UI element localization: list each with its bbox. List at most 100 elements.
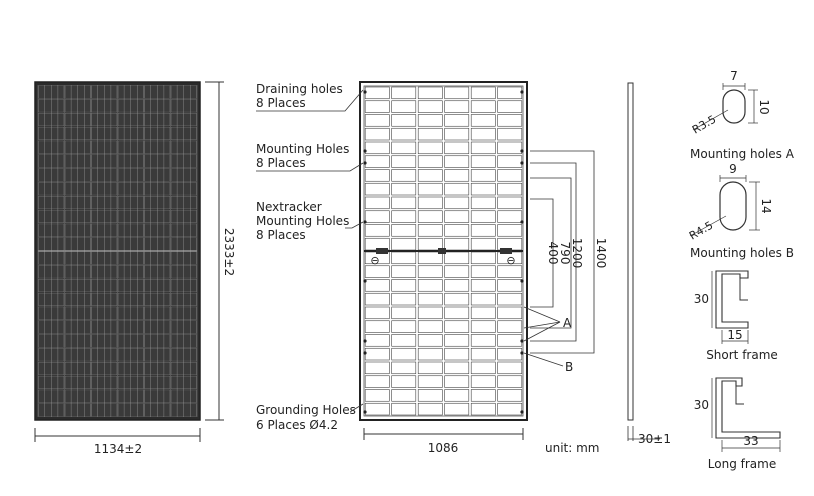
back-cell xyxy=(497,279,523,292)
back-width-dimension xyxy=(363,428,524,440)
back-cell xyxy=(391,265,417,278)
hole-b-detail: 9 14 R4.5 Mounting holes B xyxy=(687,162,794,260)
back-cell xyxy=(417,155,443,168)
back-cell xyxy=(444,182,470,196)
back-cell xyxy=(364,141,390,155)
long-frame-profile xyxy=(715,377,781,439)
short-frame-profile xyxy=(715,270,749,329)
back-cell xyxy=(470,155,496,168)
back-view: ⊖ ⊖ Draining holes 8 Places Mounting Hol… xyxy=(256,81,608,455)
back-cell xyxy=(391,306,417,320)
draining-holes-label: Draining holes xyxy=(256,82,343,96)
back-cell xyxy=(444,320,470,333)
back-cell xyxy=(391,155,417,168)
back-cell xyxy=(444,155,470,168)
back-cell xyxy=(497,141,523,155)
hole-b-width: 9 xyxy=(729,162,737,176)
draining-holes-leader xyxy=(256,89,364,112)
marker-a-leaders xyxy=(523,306,561,342)
back-cell xyxy=(470,334,496,347)
front-cell-grid xyxy=(37,85,198,417)
long-frame-height: 30 xyxy=(694,398,709,412)
back-cell xyxy=(470,292,496,306)
back-cell xyxy=(364,306,390,320)
back-cell xyxy=(444,361,470,375)
spacing-1400-label: 1400 xyxy=(594,238,608,269)
back-cell xyxy=(364,265,390,278)
spacing-400-label: 400 xyxy=(546,242,560,265)
back-cell xyxy=(417,402,443,416)
back-cell xyxy=(470,265,496,278)
back-cell xyxy=(391,114,417,127)
hole-a-width: 7 xyxy=(730,69,738,83)
back-cell xyxy=(364,292,390,306)
back-cell xyxy=(364,361,390,375)
back-cell xyxy=(444,402,470,416)
back-cell xyxy=(391,389,417,402)
back-width-label: 1086 xyxy=(428,441,459,455)
back-cell xyxy=(391,86,417,100)
marker-b-leader xyxy=(523,352,564,367)
hole-a-detail: 7 10 R3.5 Mounting holes A xyxy=(690,69,795,161)
back-cell xyxy=(497,127,523,141)
back-cell xyxy=(444,292,470,306)
long-frame-detail: 30 33 Long frame xyxy=(694,377,781,471)
back-cell xyxy=(391,292,417,306)
back-cell xyxy=(364,279,390,292)
back-cell xyxy=(391,196,417,210)
back-cell xyxy=(391,402,417,416)
back-cell xyxy=(470,114,496,127)
hole-a-caption: Mounting holes A xyxy=(690,147,795,161)
back-cell xyxy=(391,334,417,347)
back-cell xyxy=(497,375,523,388)
back-cell xyxy=(470,402,496,416)
back-cell xyxy=(364,114,390,127)
back-cell xyxy=(364,320,390,333)
back-cell xyxy=(444,389,470,402)
back-cell xyxy=(444,279,470,292)
back-cell xyxy=(417,100,443,113)
back-cell xyxy=(364,182,390,196)
front-width-dimension xyxy=(34,428,201,442)
back-cell xyxy=(444,210,470,223)
short-frame-width: 15 xyxy=(727,328,742,342)
back-cell xyxy=(470,86,496,100)
back-cell xyxy=(364,169,390,182)
short-frame-detail: 30 15 Short frame xyxy=(694,270,778,362)
hole-a-slot xyxy=(722,89,746,124)
back-cell xyxy=(470,224,496,237)
ground-symbol-left: ⊖ xyxy=(370,254,379,267)
back-cell xyxy=(470,100,496,113)
back-cell xyxy=(470,169,496,182)
ground-symbol-right: ⊖ xyxy=(506,254,515,267)
mounting-holes-label: Mounting Holes xyxy=(256,142,349,156)
back-cell xyxy=(444,127,470,141)
hole-b-caption: Mounting holes B xyxy=(690,246,794,260)
back-cell xyxy=(391,100,417,113)
back-cell xyxy=(444,265,470,278)
back-cell xyxy=(470,127,496,141)
back-cell xyxy=(444,306,470,320)
back-cell xyxy=(417,306,443,320)
hole-b-height: 14 xyxy=(759,198,773,213)
short-frame-height: 30 xyxy=(694,292,709,306)
back-cell xyxy=(364,100,390,113)
back-cell xyxy=(470,279,496,292)
back-cell xyxy=(497,100,523,113)
back-cell xyxy=(417,114,443,127)
side-thickness-dimension xyxy=(627,426,660,441)
back-cell xyxy=(470,361,496,375)
back-cell xyxy=(497,306,523,320)
back-cell xyxy=(470,320,496,333)
back-cell xyxy=(497,169,523,182)
back-cell-grid xyxy=(364,86,523,416)
back-cell xyxy=(364,127,390,141)
back-cell xyxy=(417,347,443,361)
back-cell xyxy=(444,100,470,113)
back-cell xyxy=(470,141,496,155)
mounting-holes-leader xyxy=(256,162,364,172)
nextracker-label: Nextracker xyxy=(256,200,322,214)
back-cell xyxy=(417,86,443,100)
back-cell xyxy=(444,375,470,388)
